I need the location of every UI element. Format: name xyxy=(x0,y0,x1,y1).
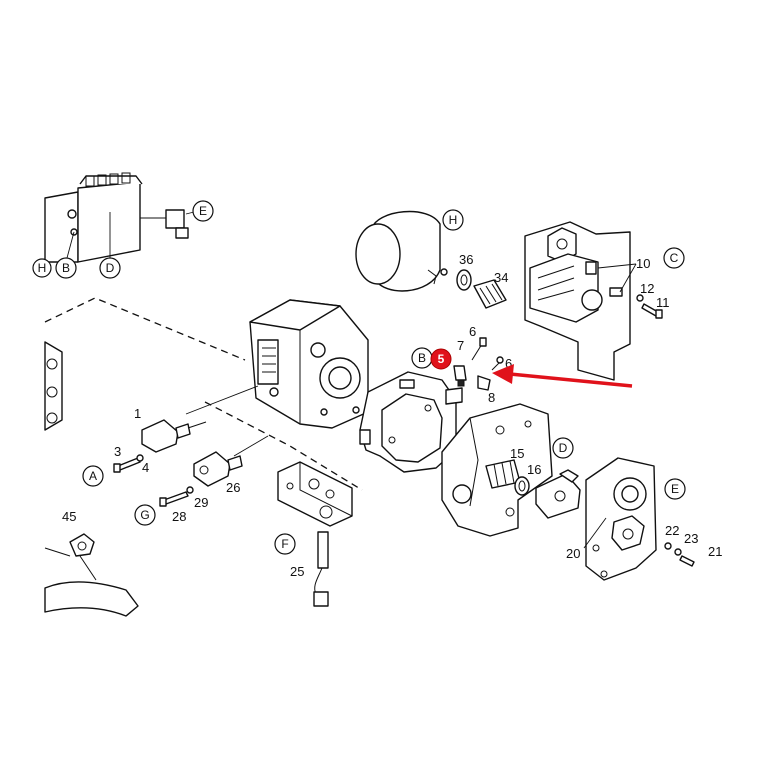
svg-text:1: 1 xyxy=(134,406,141,421)
callout-h-left: H xyxy=(32,258,52,278)
svg-text:8: 8 xyxy=(488,390,495,405)
svg-text:21: 21 xyxy=(708,544,722,559)
svg-text:11: 11 xyxy=(656,295,670,310)
part-12-label: 12 xyxy=(636,281,654,302)
callout-h-top: H xyxy=(442,209,464,231)
part-22-washer: 22 xyxy=(664,523,679,550)
callout-b-center: B xyxy=(411,347,433,369)
callout-a: A xyxy=(82,465,104,487)
callout-e-top-left: E xyxy=(185,200,214,222)
svg-text:4: 4 xyxy=(142,460,149,475)
svg-text:22: 22 xyxy=(665,523,679,538)
left-cut-part xyxy=(44,341,63,431)
svg-text:25: 25 xyxy=(290,564,304,579)
svg-text:28: 28 xyxy=(172,509,186,524)
svg-text:H: H xyxy=(38,261,47,275)
callout-g: G xyxy=(134,504,156,526)
part-21-bolt: 21 xyxy=(679,544,722,567)
svg-text:29: 29 xyxy=(194,495,208,510)
part-6-bolt-right: 6 xyxy=(491,356,512,371)
part-4-washer: 4 xyxy=(136,454,149,475)
part-28-bolt: 28 xyxy=(159,491,189,524)
svg-text:B: B xyxy=(62,261,70,275)
part-10-label: 10 xyxy=(597,256,650,293)
svg-text:20: 20 xyxy=(566,546,580,561)
svg-text:10: 10 xyxy=(636,256,650,271)
svg-text:F: F xyxy=(281,537,288,551)
part-29-washer: 29 xyxy=(186,486,208,510)
svg-text:12: 12 xyxy=(640,281,654,296)
part-16-ring: 16 xyxy=(514,462,541,496)
svg-text:7: 7 xyxy=(457,338,464,353)
svg-text:36: 36 xyxy=(459,252,473,267)
svg-text:H: H xyxy=(449,213,458,227)
svg-text:D: D xyxy=(106,261,115,275)
callout-c-top: C xyxy=(663,247,685,269)
svg-text:C: C xyxy=(670,251,679,265)
solenoid-1: 1 xyxy=(134,406,207,453)
part-8-fitting: 8 xyxy=(477,375,495,405)
svg-text:D: D xyxy=(559,441,568,455)
part-23-washer: 23 xyxy=(674,531,698,556)
hydraulic-valve-d xyxy=(535,469,581,519)
svg-text:G: G xyxy=(140,508,149,522)
svg-text:E: E xyxy=(199,204,207,218)
gear-housing xyxy=(585,457,657,581)
svg-text:45: 45 xyxy=(62,509,76,524)
svg-text:34: 34 xyxy=(494,270,508,285)
fuel-pump-assembly xyxy=(44,172,189,263)
callout-d-left: D xyxy=(99,212,121,279)
part-20-label: 20 xyxy=(566,517,607,561)
part-11-bolt: 11 xyxy=(641,295,670,319)
callout-d-right: D xyxy=(552,437,574,459)
svg-text:5: 5 xyxy=(438,352,445,366)
dashed-outline-upper xyxy=(44,297,246,361)
callout-e-right: E xyxy=(664,478,686,500)
svg-text:A: A xyxy=(89,469,97,483)
adapter-plate xyxy=(359,371,463,473)
air-reservoir xyxy=(355,210,448,292)
part-45-bracket: 45 xyxy=(44,509,139,617)
solenoid-26: 26 xyxy=(193,451,243,495)
svg-text:E: E xyxy=(671,482,679,496)
part-3-bolt: 3 xyxy=(113,444,141,473)
part-36-seal: 36 xyxy=(456,252,473,291)
mounting-bracket xyxy=(524,221,631,381)
part-6-bolt-upper: 6 xyxy=(469,324,487,361)
transmission-housing xyxy=(249,299,369,429)
svg-text:6: 6 xyxy=(505,356,512,371)
part-7-fitting: 7 xyxy=(453,338,467,387)
svg-text:B: B xyxy=(418,351,426,365)
svg-text:6: 6 xyxy=(469,324,476,339)
highlight-arrow xyxy=(492,364,633,388)
part-25-sensor: 25 xyxy=(290,531,329,607)
svg-text:26: 26 xyxy=(226,480,240,495)
part-5-highlight-badge: 5 xyxy=(430,348,452,370)
svg-text:15: 15 xyxy=(510,446,524,461)
valve-block xyxy=(277,461,353,527)
callout-f: F xyxy=(274,533,296,555)
svg-text:16: 16 xyxy=(527,462,541,477)
callout-b-left: B xyxy=(55,231,77,279)
svg-text:3: 3 xyxy=(114,444,121,459)
part-34-valve: 34 xyxy=(473,270,508,309)
svg-text:23: 23 xyxy=(684,531,698,546)
